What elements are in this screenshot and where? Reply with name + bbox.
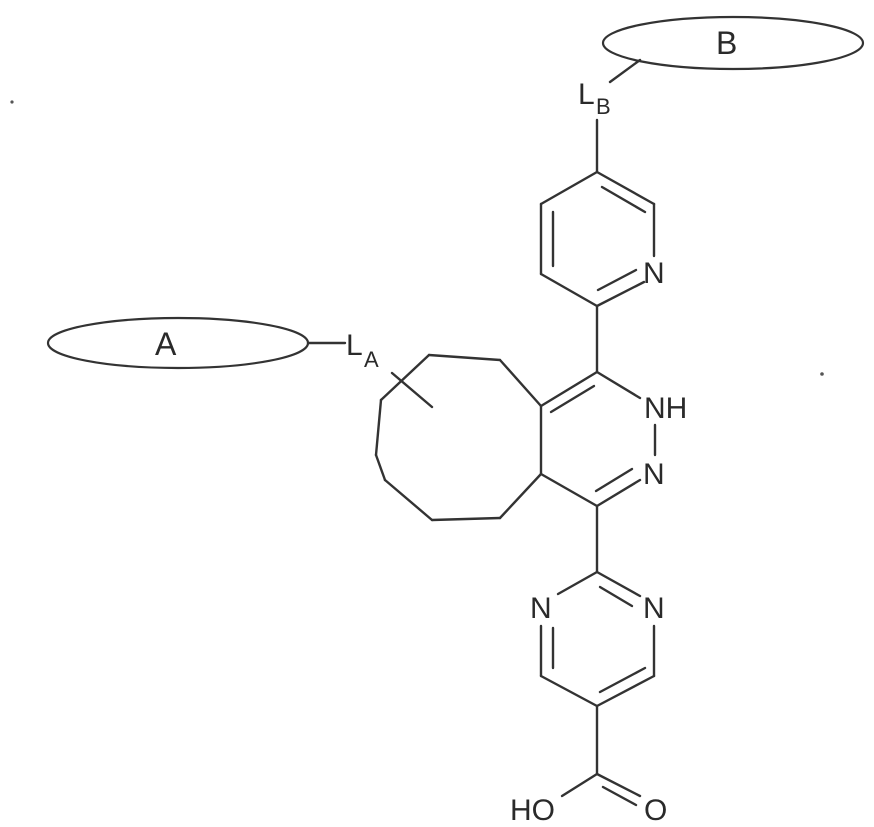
linker-b: L B [578,60,640,172]
pyridazine-nh-label: NH [644,392,687,425]
bond-double [602,187,645,212]
bond [500,474,541,518]
group-b: B [603,17,863,69]
group-a-ellipse [48,318,308,368]
bond [376,455,385,480]
bond-c-oh [562,774,597,796]
bond [541,172,597,204]
bond [541,676,597,706]
linker-a-subscript: A [364,347,379,372]
linker-b-label: L [578,78,595,111]
group-b-label: B [716,25,737,61]
pyrimidine-n-left-label: N [530,592,552,625]
linker-b-subscript: B [596,94,611,119]
bond [381,355,429,400]
bond [429,355,500,360]
carboxylic-acid: HO O [510,706,667,827]
group-a-label: A [155,326,177,362]
bond [597,572,640,596]
bond-double [600,668,645,692]
pyridazine-ring: NH N [541,372,687,506]
linker-a-label: L [346,329,363,362]
bond [597,676,654,706]
bond [500,360,541,406]
bond [597,480,640,506]
pyridine-n-label: N [643,257,665,290]
bond-double [551,386,594,412]
bond [376,400,381,455]
carboxyl-ho-label: HO [510,794,555,827]
bond-c-o-double [597,774,640,796]
group-a: A [48,318,308,368]
bond [385,480,432,520]
bond-b-to-linker [610,60,640,82]
bond [432,518,500,520]
bond-linker-to-ring [392,373,432,407]
carboxyl-o-label: O [644,794,667,827]
bond [558,572,597,594]
pyridazine-n-label: N [643,458,665,491]
bond [597,372,640,398]
bond-double [598,270,636,290]
bond-c-o-double-second [603,787,636,805]
pyrimidine-ring: N N [530,572,665,706]
bond [541,274,597,306]
bond [541,474,597,506]
scan-speck [10,100,13,103]
scan-speck [820,372,824,376]
pyridine-ring: N [541,172,665,306]
pyrimidine-n-right-label: N [643,592,665,625]
